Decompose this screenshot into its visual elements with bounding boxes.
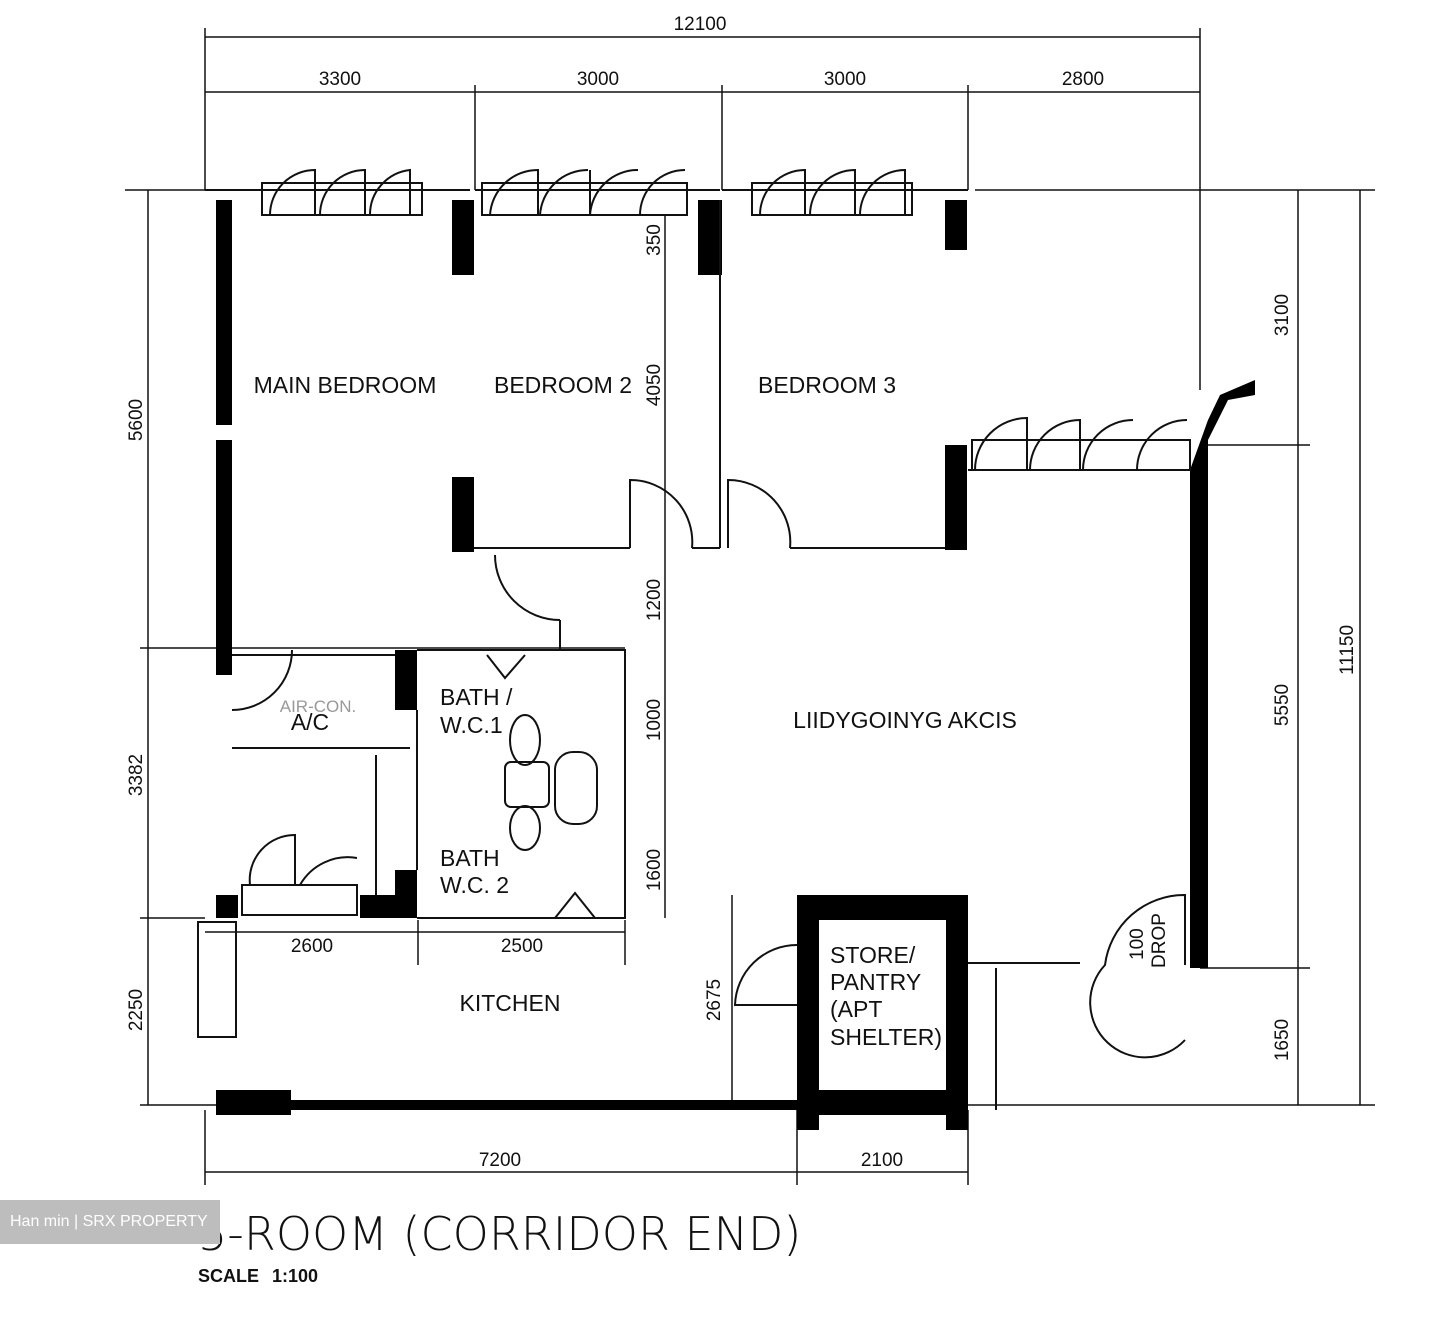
dim-top: 3000 [824,69,866,90]
dim-right: 5550 [1272,684,1293,726]
dim-inner: 1200 [644,579,665,621]
room-store: STORE/ [830,942,916,968]
refuse-drop-label-line2: DROP [1149,913,1170,968]
room-main-bedroom: MAIN BEDROOM [254,372,437,398]
dim-top-total: 12100 [674,14,727,35]
dim-inner: 1600 [644,849,665,891]
dim-left: 2250 [126,989,147,1031]
dim-top: 3000 [577,69,619,90]
dim-inner: 4050 [644,364,665,406]
room-aircon: A/C [291,709,329,735]
room-store-line3: (APT [830,996,882,1022]
room-store-line2: PANTRY [830,969,921,995]
dimension-lines [125,28,1375,1185]
dim-bottom: 7200 [479,1150,521,1171]
dim-inner: 1000 [644,699,665,741]
door-arc [629,478,694,549]
room-living-dining: LIIDYGOINYG AKCIS [793,707,1017,733]
room-bedroom-2: BEDROOM 2 [494,372,632,398]
dim-top: 3300 [319,69,361,90]
dim-left: 3382 [126,754,147,796]
room-aircon-faded: AIR-CON. [280,697,357,716]
door-swings [231,168,1188,1059]
dim-store-depth: 2675 [704,979,725,1021]
refuse-drop-label: 100 [1127,928,1148,960]
room-bath-2-line2: W.C. 2 [440,872,509,898]
watermark: Han min | SRX PROPERTY [0,1200,220,1244]
dim-inner: 350 [644,224,665,256]
plan-title: 5-ROOM (CORRIDOR END) [198,1207,801,1261]
dim-top: 2800 [1062,69,1104,90]
scale-value: 1:100 [272,1266,318,1286]
room-bath-2: BATH [440,845,500,871]
room-kitchen: KITCHEN [460,990,561,1016]
room-store-line4: SHELTER) [830,1024,942,1050]
scale-label: SCALE [198,1266,259,1286]
room-bath-1: BATH / [440,684,513,710]
dim-kitchen: 2500 [501,936,543,957]
room-bath-1-line2: W.C.1 [440,712,503,738]
dim-left: 5600 [126,399,147,441]
partitions [197,182,1191,1110]
dim-bottom: 2100 [861,1150,903,1171]
dim-right-total: 11150 [1337,625,1358,675]
dim-kitchen: 2600 [291,936,333,957]
walls [216,200,1255,1130]
room-bedroom-3: BEDROOM 3 [758,372,896,398]
dim-right: 1650 [1272,1019,1293,1061]
bath-fixtures [486,654,598,919]
dim-right: 3100 [1272,294,1293,336]
